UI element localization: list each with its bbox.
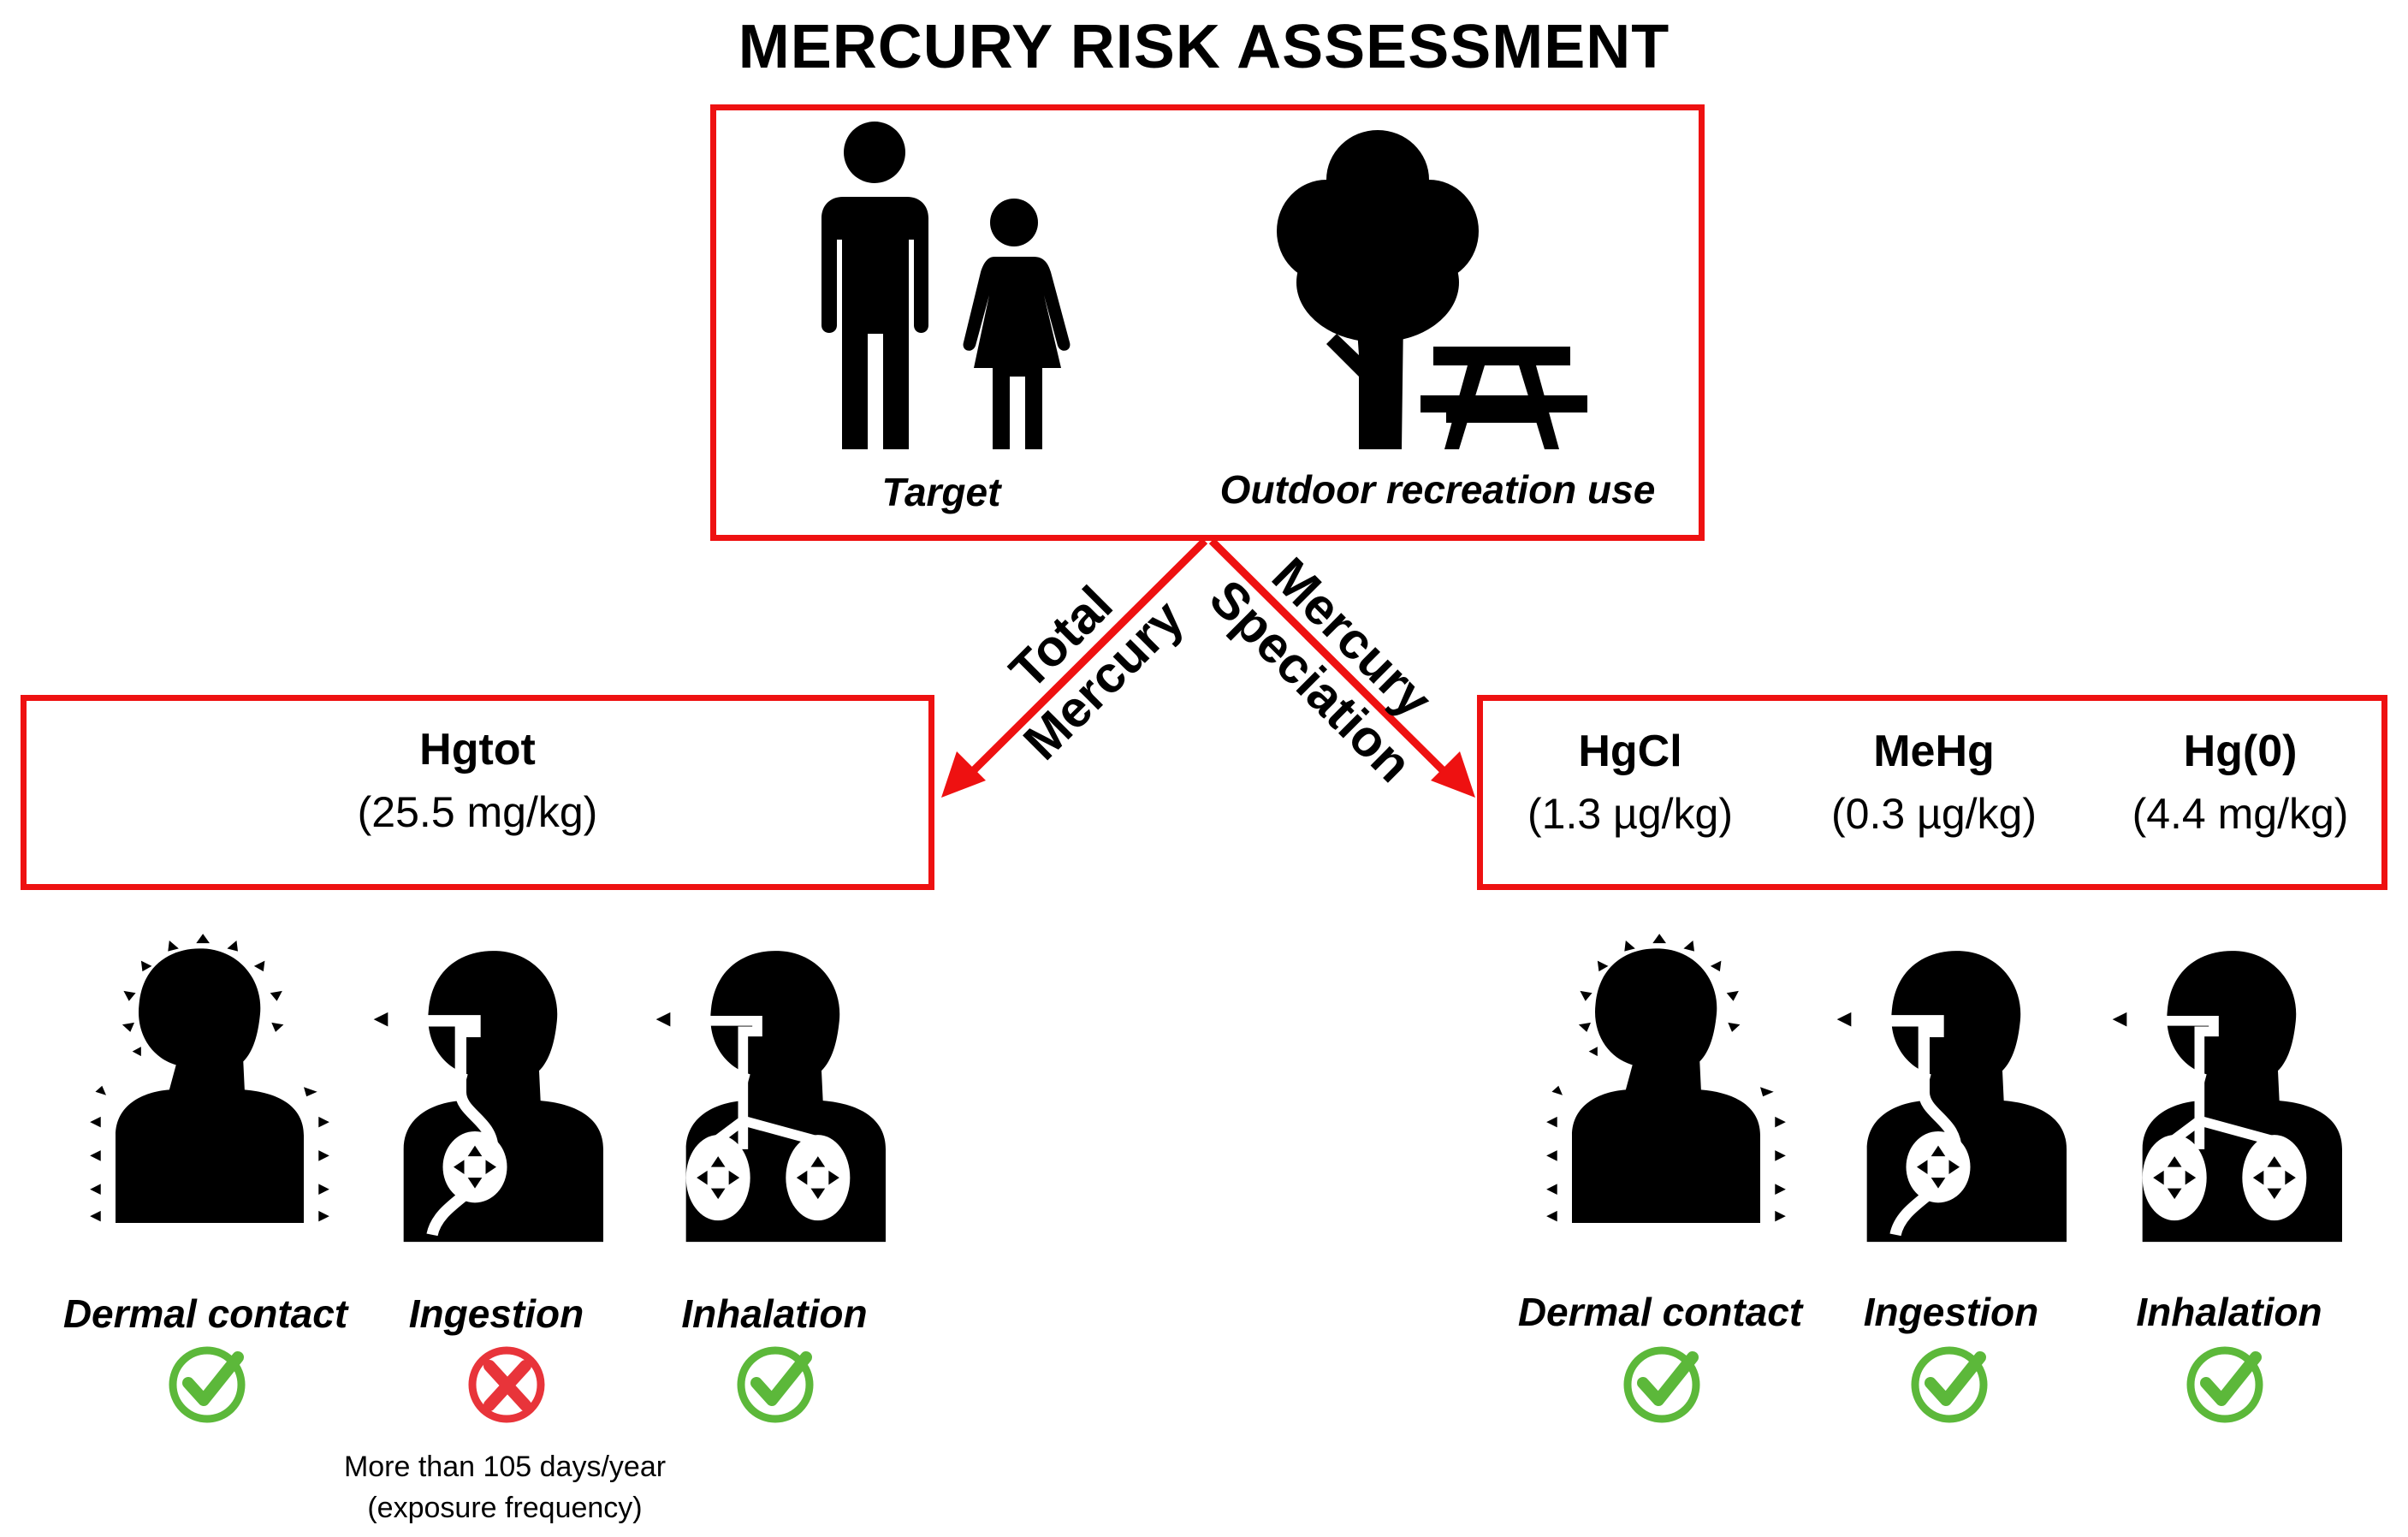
speciation-dermal-label: Dermal contact <box>1517 1290 1803 1334</box>
ingestion-exposure-note: More than 105 days/year (exposure freque… <box>291 1446 719 1528</box>
total-inhalation-label: Inhalation <box>681 1291 868 1336</box>
mehg-value: (0.3 µg/kg) <box>1830 790 2037 838</box>
total-mercury-arrow <box>941 537 1208 798</box>
dermal-contact-icon <box>68 893 351 1270</box>
hgtot-value: (25.5 mg/kg) <box>357 788 598 836</box>
hgcl-name: HgCl <box>1578 727 1682 776</box>
speciation-arrow <box>1208 537 1475 798</box>
check-icon <box>732 1342 818 1427</box>
ingestion-icon <box>368 907 625 1270</box>
mehg-name: MeHg <box>1873 727 1995 776</box>
ingestion-note-line1: More than 105 days/year <box>343 1451 667 1483</box>
inhalation-icon <box>2107 907 2364 1270</box>
total-ingestion-label: Ingestion <box>408 1291 584 1336</box>
total-dermal-label: Dermal contact <box>62 1291 348 1336</box>
outdoor-use-label: Outdoor recreation use <box>1219 467 1656 512</box>
cross-icon <box>464 1342 549 1427</box>
hg0-value: (4.4 mg/kg) <box>2132 790 2349 838</box>
ingestion-icon <box>1831 907 2088 1270</box>
speciation-inhalation-label: Inhalation <box>2136 1290 2322 1334</box>
man-child-icon <box>821 122 1071 449</box>
tree-bench-icon <box>1277 130 1587 449</box>
speciation-ingestion-label: Ingestion <box>1863 1290 2039 1334</box>
hgtot-name: Hgtot <box>419 725 536 774</box>
check-icon <box>164 1342 250 1427</box>
total-mercury-box <box>21 695 934 890</box>
hg0-name: Hg(0) <box>2183 727 2298 776</box>
check-icon <box>2182 1342 2268 1427</box>
speciation-box <box>1477 695 2387 890</box>
dermal-contact-icon <box>1525 893 1807 1270</box>
hgcl-value: (1.3 µg/kg) <box>1527 790 1733 838</box>
diagram-title: MERCURY RISK ASSESSMENT <box>738 13 1670 81</box>
inhalation-icon <box>650 907 907 1270</box>
target-label: Target <box>881 470 1001 514</box>
check-icon <box>1907 1342 1992 1427</box>
check-icon <box>1619 1342 1705 1427</box>
ingestion-note-line2: (exposure frequency) <box>367 1492 643 1524</box>
